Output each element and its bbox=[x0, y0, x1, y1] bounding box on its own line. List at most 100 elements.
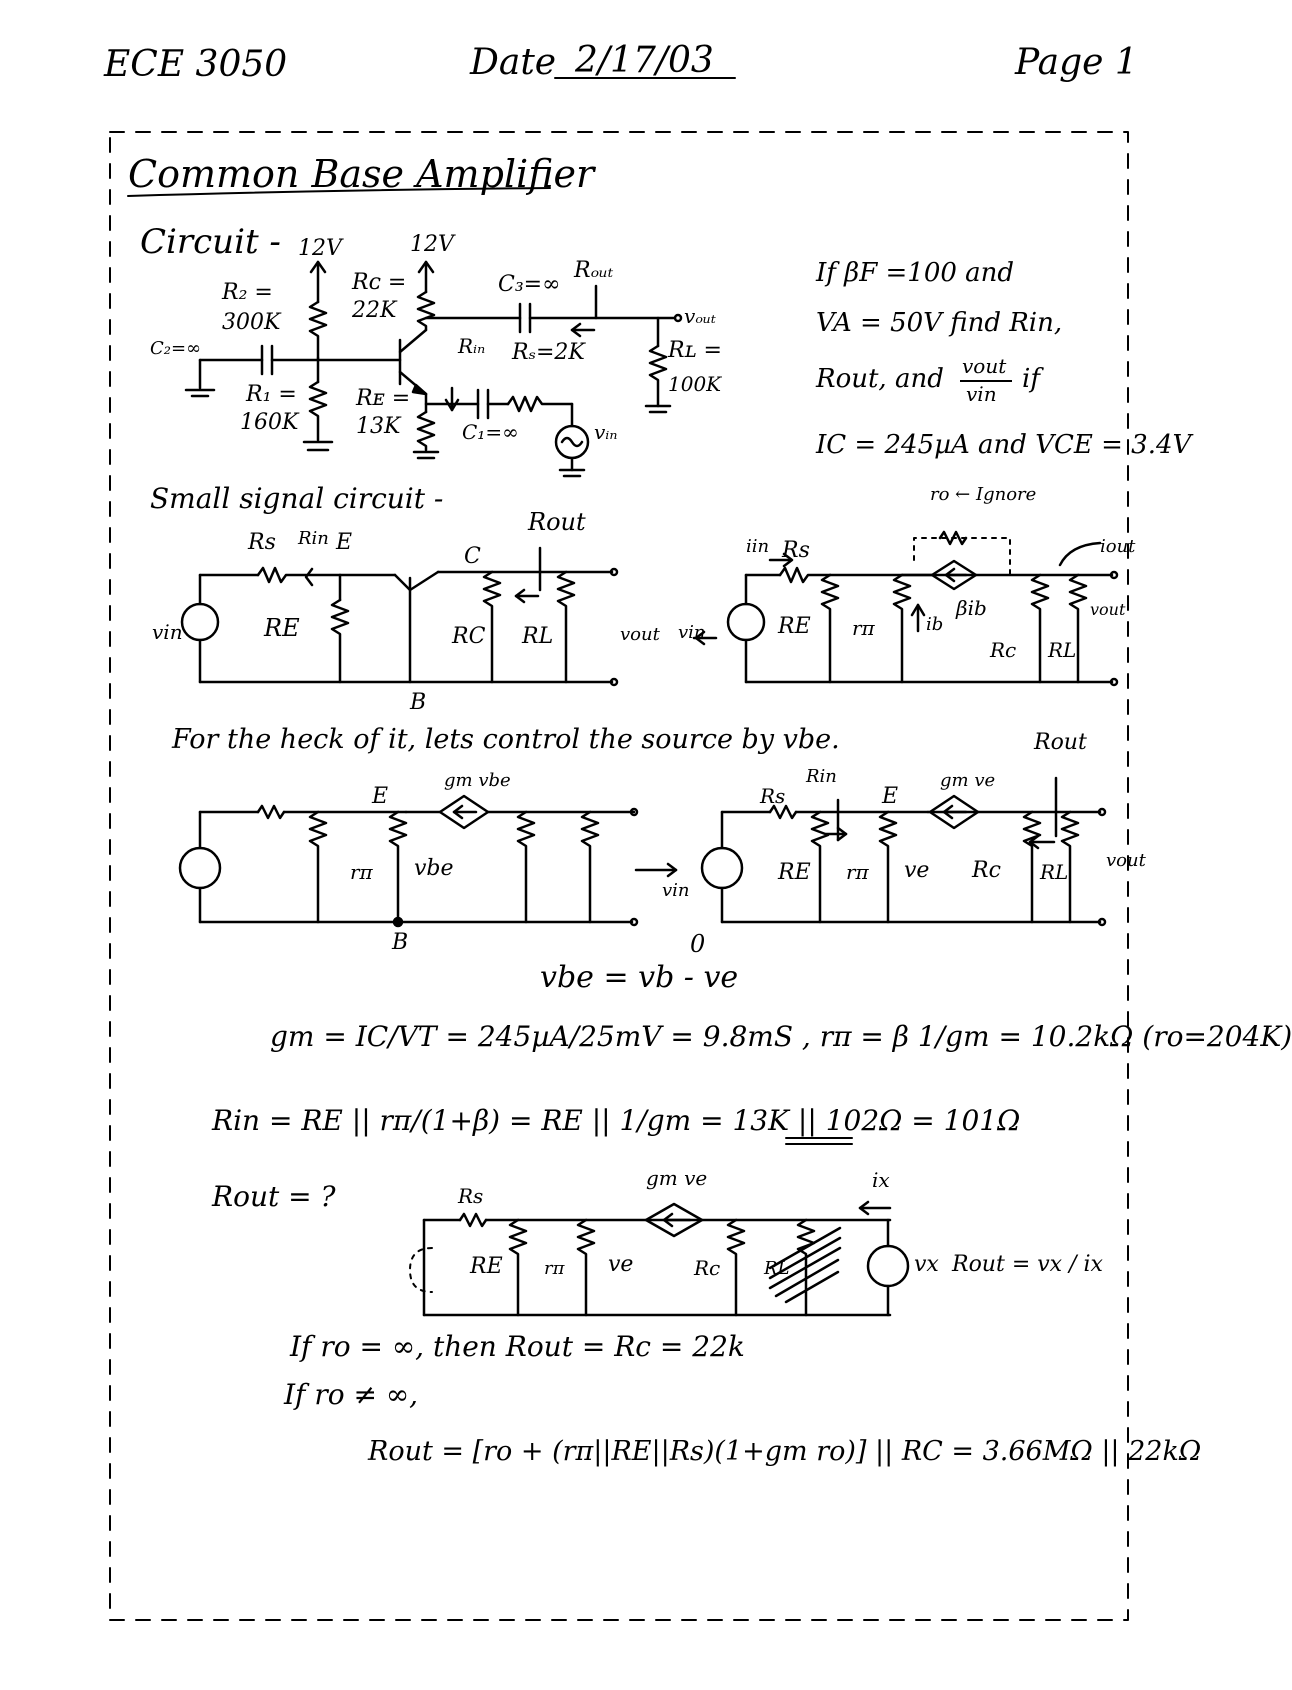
rc-formula: Rout = vx / ix bbox=[952, 1252, 1103, 1277]
problem-line-3: Rout, and bbox=[816, 364, 944, 394]
heck-rout: Rout bbox=[1034, 730, 1087, 755]
heck-vin: vin bbox=[662, 880, 690, 901]
heck-vbe: vbe bbox=[414, 856, 454, 881]
heck-rin: Rin bbox=[806, 766, 837, 787]
ss-re-2: RE bbox=[778, 614, 811, 639]
ss-iin: iin bbox=[746, 536, 770, 557]
rin-equation: Rin = RE || rπ/(1+β) = RE || 1/gm = 13K … bbox=[212, 1104, 1021, 1137]
rc-rc: Rc bbox=[694, 1256, 721, 1280]
rc-gm-ve: gm ve bbox=[646, 1166, 708, 1190]
page-number: Page 1 bbox=[1015, 42, 1138, 83]
c3-label: C₃=∞ bbox=[498, 272, 561, 297]
heck-right bbox=[700, 776, 1107, 927]
heck-rpi2: rπ bbox=[846, 860, 869, 884]
gm-equation: gm = IC/VT = 245µA/25mV = 9.8mS , rπ = β… bbox=[270, 1020, 1292, 1053]
date-value: 2/17/03 bbox=[575, 40, 714, 81]
small-signal-left bbox=[180, 546, 619, 687]
r1-value: 160K bbox=[240, 410, 299, 435]
heck-rl: RL bbox=[1040, 860, 1069, 884]
rout-label-1: Rₒᵤₜ bbox=[574, 258, 614, 283]
rout-question: Rout = ? bbox=[212, 1180, 336, 1213]
page-title: Common Base Amplifier bbox=[128, 152, 595, 196]
heck-gm-ve: gm ve bbox=[940, 770, 996, 791]
heck-sentence: For the heck of it, lets control the sou… bbox=[172, 724, 840, 755]
ss-b: B bbox=[410, 690, 427, 715]
heck-left bbox=[178, 794, 678, 928]
problem-line-2: VA = 50V find Rin, bbox=[816, 308, 1063, 338]
circuit-1 bbox=[184, 260, 683, 478]
c2-label: C₂=∞ bbox=[150, 338, 202, 359]
rc-ix: ix bbox=[872, 1168, 890, 1192]
circuit-label: Circuit - bbox=[140, 222, 281, 262]
ss-rout: Rout bbox=[528, 508, 586, 536]
ss-vout: vout bbox=[620, 624, 660, 645]
heck-re: RE bbox=[778, 860, 811, 885]
course-code: ECE 3050 bbox=[104, 44, 288, 85]
ss-rc: RC bbox=[452, 624, 486, 649]
heck-gm-vbe: gm vbe bbox=[444, 770, 511, 791]
ss-re: RE bbox=[264, 614, 300, 642]
conclusion-line-1: If ro = ∞, then Rout = Rc = 22k bbox=[290, 1330, 745, 1363]
re-value: 13K bbox=[356, 414, 401, 439]
rl-label-1: Rʟ = bbox=[668, 338, 722, 363]
vout-label-1: vₒᵤₜ bbox=[684, 304, 716, 328]
rc-ve: ve bbox=[608, 1252, 634, 1277]
vin-label-1: vᵢₙ bbox=[594, 420, 618, 444]
rl-value-1: 100K bbox=[668, 372, 722, 396]
title-underline bbox=[127, 187, 551, 197]
rc-re: RE bbox=[470, 1254, 503, 1279]
rc-vx: vx bbox=[914, 1252, 939, 1277]
fraction-numerator: vout bbox=[962, 354, 1007, 378]
heck-rc: Rc bbox=[972, 858, 1001, 883]
ss-beta-ib: βib bbox=[956, 596, 987, 620]
ss-rc-2: Rc bbox=[990, 638, 1017, 662]
heck-rs: Rs bbox=[760, 784, 786, 808]
fraction-denominator: vin bbox=[966, 382, 997, 406]
ss-vin: vin bbox=[152, 620, 183, 644]
ss-e: E bbox=[336, 530, 353, 555]
heck-ve: ve bbox=[904, 858, 930, 883]
vbe-equation: vbe = vb - ve bbox=[540, 960, 739, 995]
problem-line-3-end: if bbox=[1022, 364, 1040, 394]
ss-rl-2: RL bbox=[1048, 638, 1077, 662]
ss-c: C bbox=[464, 544, 481, 569]
ss-ro-ignore: ro ← Ignore bbox=[930, 484, 1037, 505]
r2-value: 300K bbox=[222, 310, 281, 335]
c1-label: C₁=∞ bbox=[462, 420, 519, 444]
problem-line-4: IC = 245µA and VCE = 3.4V bbox=[816, 430, 1192, 460]
small-signal-right bbox=[692, 530, 1119, 687]
supply-left: 12V bbox=[298, 236, 342, 261]
r1-label: R₁ = bbox=[246, 382, 297, 407]
rc-rpi: rπ bbox=[544, 1258, 565, 1279]
heck-vout: vout bbox=[1106, 850, 1146, 871]
ss-vout-2: vout bbox=[1090, 600, 1126, 619]
dashed-frame bbox=[109, 131, 1129, 1621]
heck-e: E bbox=[372, 784, 389, 809]
ss-rs: Rs bbox=[248, 530, 276, 555]
conclusion-line-2: If ro ≠ ∞, bbox=[284, 1378, 419, 1411]
supply-right: 12V bbox=[410, 232, 454, 257]
heck-zero: 0 bbox=[690, 930, 706, 958]
rc-label: Rᴄ = bbox=[352, 270, 407, 295]
heck-b: B bbox=[392, 930, 409, 955]
ss-vin-2: vin bbox=[678, 622, 706, 643]
conclusion-line-3: Rout = [ro + (rπ||RE||Rs)(1+gm ro)] || R… bbox=[368, 1436, 1202, 1467]
heck-e2: E bbox=[882, 784, 899, 809]
fraction-bar bbox=[960, 380, 1012, 382]
ss-rs-2: Rs bbox=[782, 538, 810, 563]
rc-rs: Rs bbox=[458, 1184, 484, 1208]
small-signal-label: Small signal circuit - bbox=[150, 482, 444, 515]
ss-ib: ib bbox=[926, 614, 944, 635]
rs-label-1: Rₛ=2K bbox=[512, 340, 585, 365]
r2-label: R₂ = bbox=[222, 280, 273, 305]
rc-rl: RL bbox=[764, 1258, 790, 1279]
rin-label-1: Rᵢₙ bbox=[458, 334, 486, 358]
re-label: Rᴇ = bbox=[356, 386, 411, 411]
rc-value: 22K bbox=[352, 298, 397, 323]
heck-rpi: rπ bbox=[350, 860, 373, 884]
ss-rl: RL bbox=[522, 624, 554, 649]
date-label: Date bbox=[470, 42, 557, 83]
problem-line-1: If βF =100 and bbox=[816, 258, 1015, 288]
ss-rpi: rπ bbox=[852, 616, 875, 640]
